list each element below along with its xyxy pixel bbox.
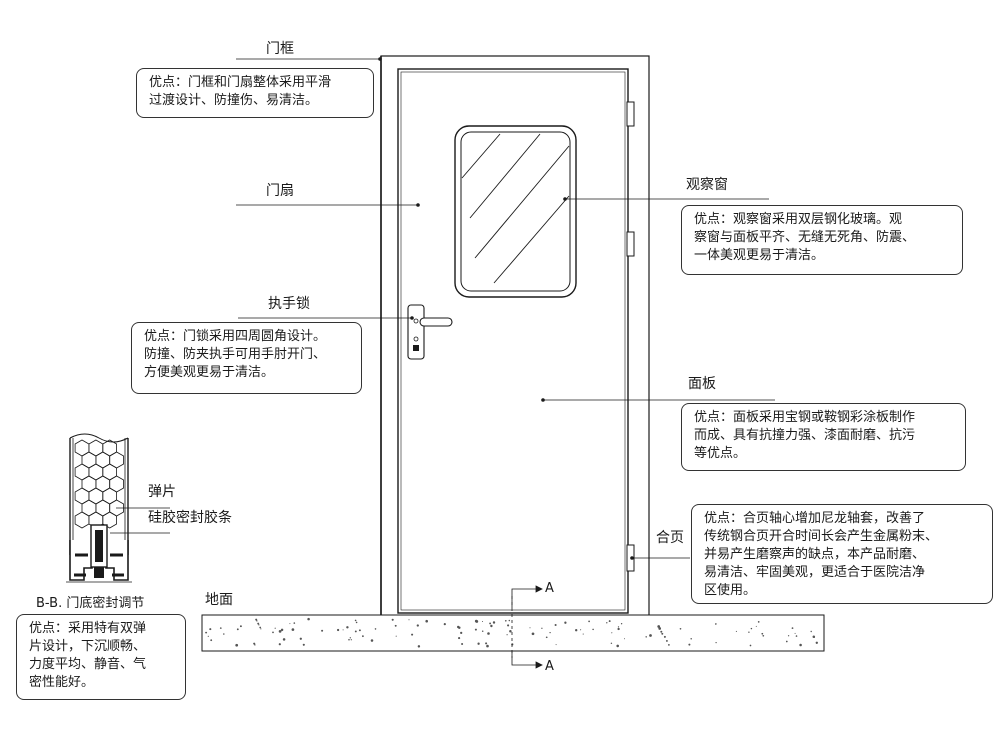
lock-note: 优点：门锁采用四周圆角设计。 防撞、防夹执手可用手肘开门、 方便美观更易于清洁。 — [131, 322, 362, 394]
leaf-label: 门扇 — [266, 183, 294, 199]
frame-note: 优点：门框和门扇整体采用平滑 过渡设计、防撞伤、易清洁。 — [136, 68, 374, 118]
handle-lock — [407, 304, 453, 360]
observation-window — [454, 125, 577, 298]
seal-strip-label: 硅胶密封胶条 — [148, 510, 232, 526]
spring-label: 弹片 — [148, 484, 176, 500]
section-line — [511, 585, 543, 669]
ground-label: 地面 — [205, 592, 233, 608]
leader-dots — [378, 57, 634, 560]
bottom-seal-section — [66, 433, 132, 583]
door-leaf — [397, 68, 629, 614]
bottom-seal-caption: B-B. 门底密封调节 — [36, 596, 145, 611]
window-note: 优点：观察窗采用双层钢化玻璃。观 察窗与面板平齐、无缝无死角、防震、 一体美观更… — [681, 205, 963, 275]
section-mark-bottom: A — [545, 659, 554, 674]
leader-lines — [110, 58, 775, 559]
lock-label: 执手锁 — [268, 296, 310, 312]
panel-note: 优点：面板采用宝钢或鞍钢彩涂板制作 而成、具有抗撞力强、漆面耐磨、抗污 等优点。 — [681, 403, 966, 471]
hinge-label: 合页 — [656, 530, 684, 546]
section-mark-top: A — [545, 581, 554, 596]
ground-slab — [201, 614, 825, 652]
hinge-note: 优点：合页轴心增加尼龙轴套，改善了 传统钢合页开合时间长会产生金属粉末、 并易产… — [691, 504, 993, 604]
panel-label: 面板 — [688, 376, 716, 392]
bottom-seal-note: 优点：采用特有双弹 片设计，下沉顺畅、 力度平均、静音、气 密性能好。 — [16, 614, 186, 700]
frame-label: 门框 — [266, 41, 294, 57]
window-label: 观察窗 — [686, 177, 728, 193]
